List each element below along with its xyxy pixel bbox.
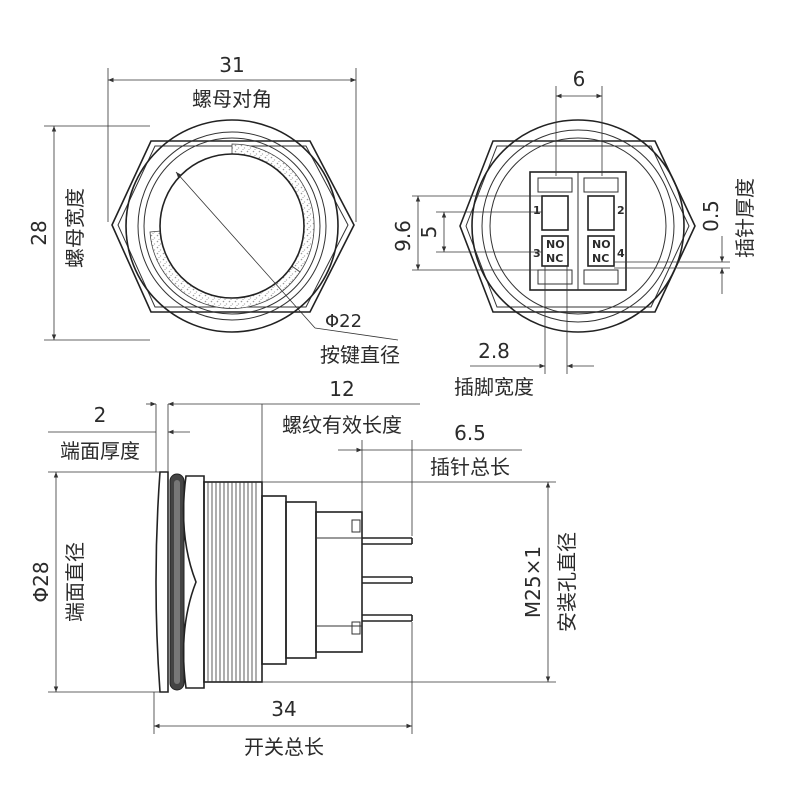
dim-pin-width: 2.8: [478, 339, 510, 363]
pin-label: 3: [533, 247, 541, 260]
dim-mount: M25×1: [521, 546, 545, 618]
button-face: [159, 153, 305, 299]
label-mount: 安装孔直径: [555, 532, 579, 632]
housing-outer: [471, 119, 685, 333]
rear-housing: [261, 495, 287, 665]
pin-1: [541, 195, 569, 231]
pin-label: NO: [546, 238, 565, 251]
side-view: 2 端面厚度 12 螺纹有效长度 6.5 插针总长 Φ28 端面直径 M25×1…: [29, 377, 579, 759]
pin-3: [541, 235, 569, 267]
label-face-dia: 端面直径: [63, 542, 87, 622]
label-thread-len: 螺纹有效长度: [282, 413, 402, 437]
dim-total: 34: [271, 697, 296, 721]
label-nut-diag: 螺母对角: [192, 87, 272, 111]
dim-pin-len: 6.5: [454, 421, 486, 445]
pin-label: NO: [592, 238, 611, 251]
front-view: Φ22 按键直径 31 螺母对角 28 螺母宽度: [27, 53, 400, 367]
bezel-outer: [125, 119, 339, 333]
end-face: [155, 471, 169, 693]
threaded-body: [203, 481, 263, 683]
switch-module: [315, 511, 363, 653]
thread-lines: [207, 482, 257, 682]
label-total: 开关总长: [244, 735, 324, 759]
dim-face-thick: 2: [94, 403, 107, 427]
dim-pin-thick: 0.5: [699, 200, 723, 232]
dim-nut-width: 28: [27, 220, 51, 245]
rear-view: 1 2 3 4 NO NC NO NC 6 9.6 5 0.5 插针厚度 2: [391, 67, 757, 399]
pin-label: 1: [533, 204, 541, 217]
nut-hexagon: [459, 140, 696, 313]
pin-label: NC: [546, 252, 563, 265]
dim-96: 9.6: [391, 220, 415, 252]
dim-button-dia: Φ22: [325, 311, 362, 332]
side-nut: [182, 475, 205, 689]
dim-thread-len: 12: [329, 377, 354, 401]
pin-4: [587, 235, 615, 267]
dim-nut-diag: 31: [219, 53, 244, 77]
dim-5: 5: [417, 226, 441, 239]
label-pin-width: 插脚宽度: [454, 375, 534, 399]
dim-face-dia: Φ28: [29, 561, 53, 602]
label-pin-thick: 插针厚度: [733, 178, 757, 258]
pin-label: NC: [592, 252, 609, 265]
label-face-thick: 端面厚度: [60, 439, 140, 463]
label-button-dia: 按键直径: [320, 343, 400, 367]
dim-pin-gap: 6: [573, 67, 586, 91]
label-nut-width: 螺母宽度: [63, 188, 87, 268]
pin-label: 4: [617, 247, 625, 260]
pin-2: [587, 195, 615, 231]
nut-hexagon: [111, 140, 355, 313]
label-pin-len: 插针总长: [430, 455, 510, 479]
pin-label: 2: [617, 204, 625, 217]
